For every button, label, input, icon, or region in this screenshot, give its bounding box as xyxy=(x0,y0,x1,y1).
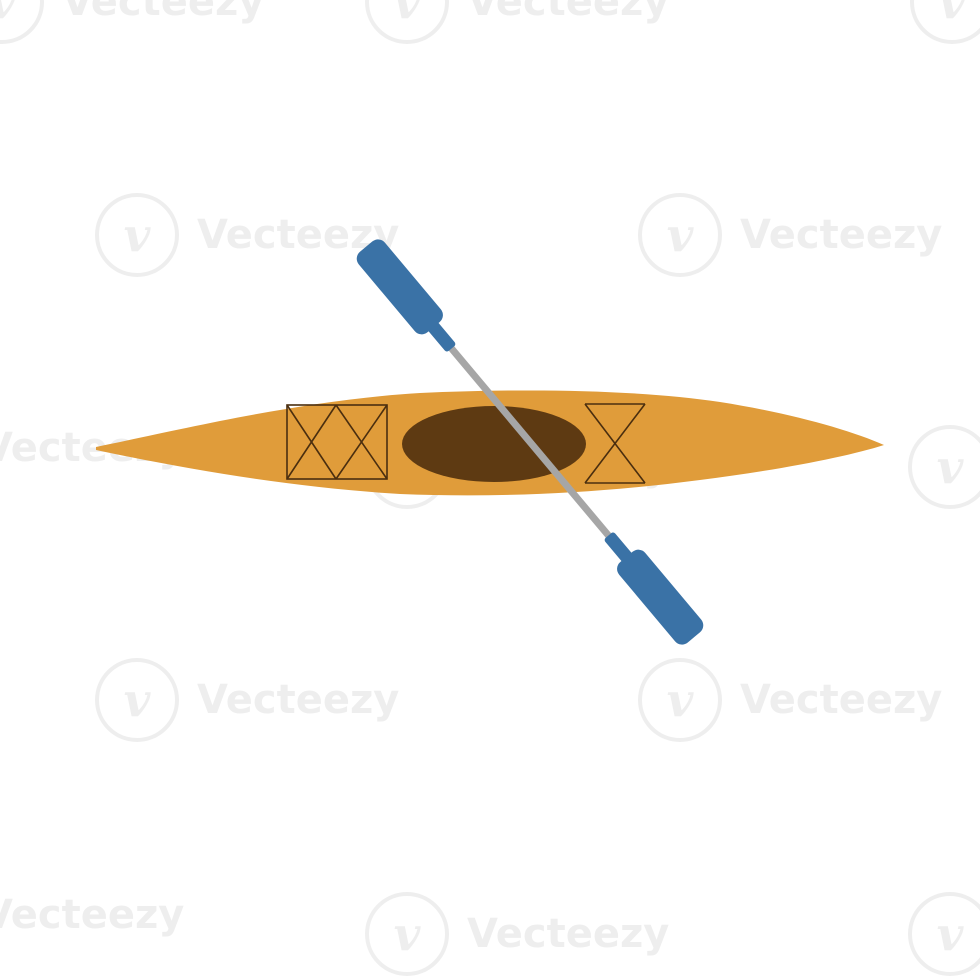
rear-hatch-straps xyxy=(286,404,388,480)
paddle-blade-lower xyxy=(617,549,704,645)
front-hatch-straps xyxy=(584,403,646,484)
rear-hatch-frame xyxy=(286,404,388,480)
rear-strap xyxy=(286,404,337,480)
front-strap xyxy=(584,403,646,484)
kayak-cockpit xyxy=(402,406,586,482)
paddle-shaft xyxy=(446,343,614,541)
paddle-blade-upper xyxy=(356,239,443,335)
rear-strap xyxy=(335,404,388,480)
paddle xyxy=(356,239,704,645)
